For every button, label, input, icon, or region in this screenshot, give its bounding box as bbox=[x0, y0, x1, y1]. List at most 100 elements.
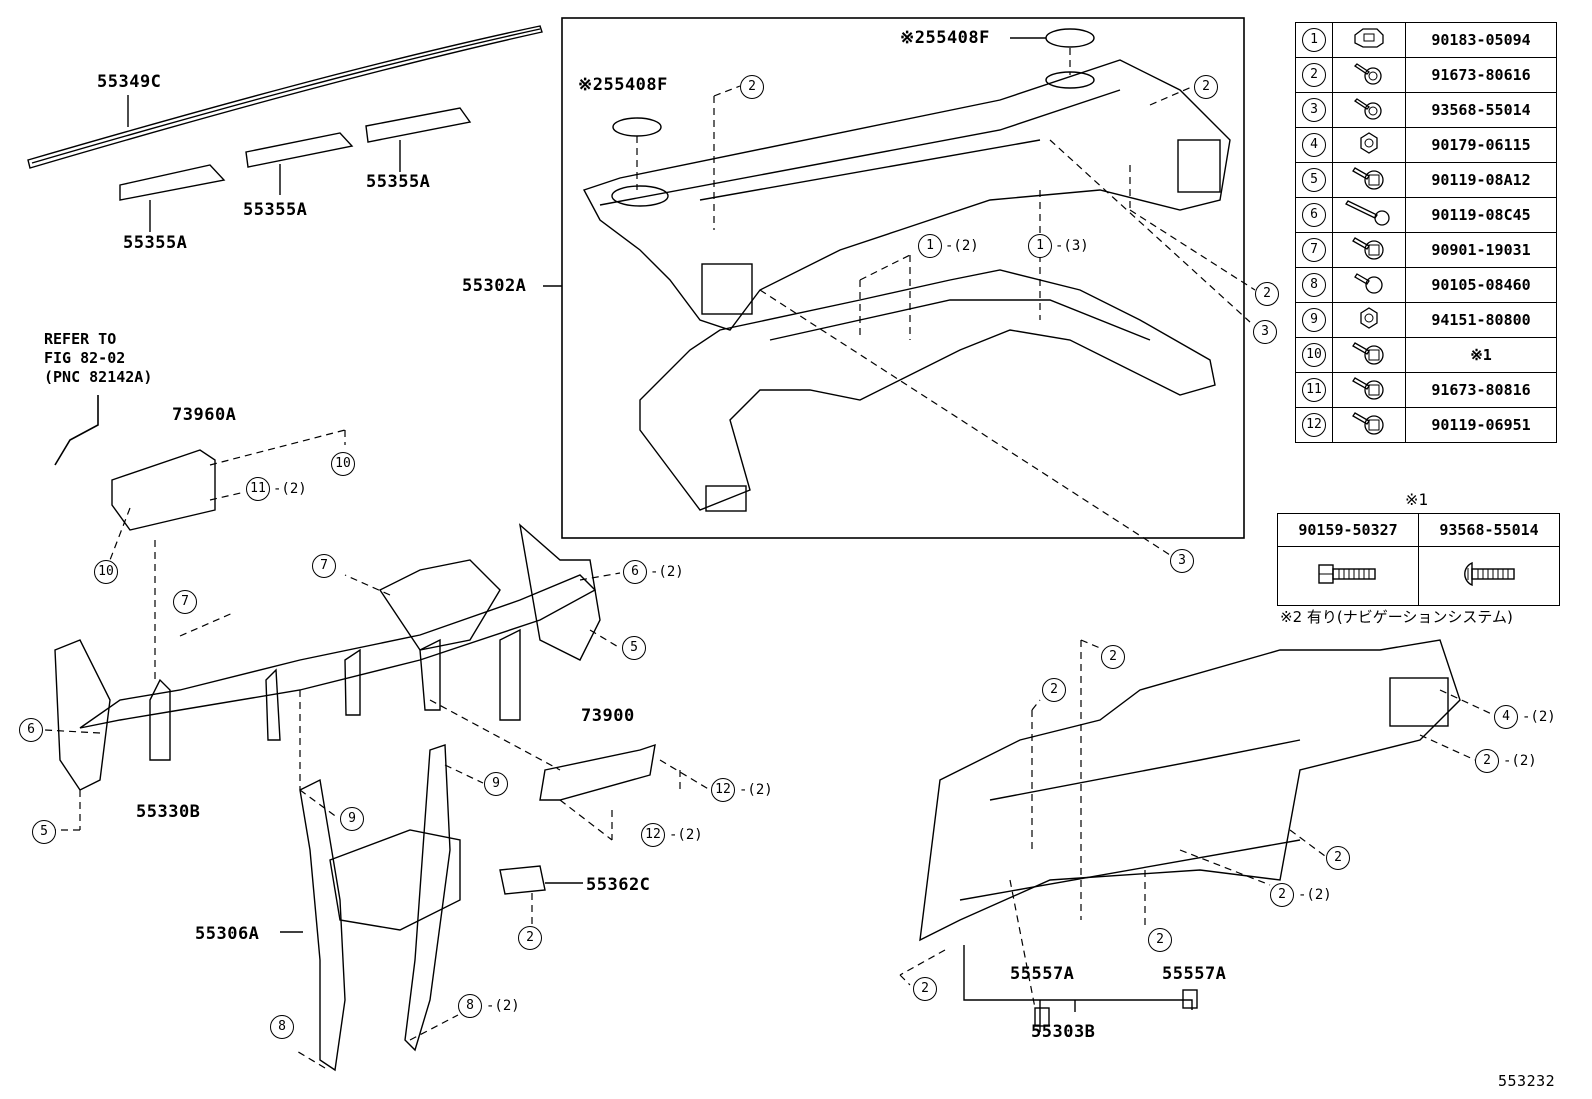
callout-10: 10 bbox=[94, 560, 118, 584]
parts-table-num-text: 12 bbox=[1302, 413, 1326, 437]
parts-table-num-text: 10 bbox=[1302, 343, 1326, 367]
hex-bolt-icon bbox=[1277, 546, 1419, 606]
callout-2: 2 bbox=[1042, 678, 1066, 702]
airbag-73960A bbox=[111, 449, 216, 531]
refer-note: REFER TO FIG 82-02 (PNC 82142A) bbox=[44, 330, 152, 387]
qty-label: -(2) bbox=[273, 481, 307, 497]
label-55355A-3: 55355A bbox=[366, 172, 431, 192]
callout-8: 8 bbox=[270, 1015, 294, 1039]
parts-table-num-text: 6 bbox=[1302, 203, 1326, 227]
pan-screw-icon bbox=[1418, 546, 1560, 606]
callout-2: 2 bbox=[913, 977, 937, 1001]
callout-text: 2 bbox=[1483, 753, 1491, 768]
label-55349C: 55349C bbox=[97, 72, 162, 92]
callout-2: 2 bbox=[1255, 282, 1279, 306]
qty-label: -(2) bbox=[1298, 887, 1332, 903]
callout-text: 4 bbox=[1502, 709, 1510, 724]
callout-2: 2 bbox=[740, 75, 764, 99]
note1-title: ※1 bbox=[1405, 490, 1429, 509]
nut-icon bbox=[1332, 127, 1406, 163]
parts-table-part-number: 90179-06115 bbox=[1405, 127, 1557, 163]
speaker-grille-2 bbox=[1045, 28, 1095, 48]
refer-note-line-3: (PNC 82142A) bbox=[44, 368, 153, 386]
callout-text: 2 bbox=[1278, 887, 1286, 902]
parts-table-row: 4 90179-06115 bbox=[1295, 127, 1557, 163]
callout-2: 2 bbox=[1101, 645, 1125, 669]
callout-text: 12 bbox=[645, 827, 661, 842]
callout-text: 1 bbox=[1036, 238, 1044, 253]
parts-table-part-number: 94151-80800 bbox=[1405, 302, 1557, 338]
note2: ※2 有り(ナビゲーションシステム) bbox=[1280, 608, 1513, 626]
parts-table-num-text: 5 bbox=[1302, 168, 1326, 192]
bolt-washer-icon bbox=[1332, 407, 1406, 443]
parts-table-row: 7 90901-19031 bbox=[1295, 232, 1557, 268]
parts-table-num-text: 3 bbox=[1302, 98, 1326, 122]
label-55557A-1: 55557A bbox=[1010, 964, 1075, 984]
callout-2: 2 bbox=[1148, 928, 1172, 952]
callout-text: 10 bbox=[335, 456, 351, 471]
parts-table-num-text: 8 bbox=[1302, 273, 1326, 297]
callout-text: 2 bbox=[526, 930, 534, 945]
parts-table-part-number: 91673-80616 bbox=[1405, 57, 1557, 93]
reinforcement-beam bbox=[79, 574, 597, 729]
parts-table-num-text: 7 bbox=[1302, 238, 1326, 262]
callout-text: 2 bbox=[1334, 850, 1342, 865]
trim-strip-55349C bbox=[27, 25, 543, 169]
label-55302A: 55302A bbox=[462, 276, 527, 296]
parts-table-part-number: 90901-19031 bbox=[1405, 232, 1557, 268]
parts-table-part-number: 90119-08A12 bbox=[1405, 162, 1557, 198]
label-73960A: 73960A bbox=[172, 405, 237, 425]
callout-2: 2 bbox=[1194, 75, 1218, 99]
callout-text: 2 bbox=[1050, 682, 1058, 697]
callout-6: 6 bbox=[19, 718, 43, 742]
callout-5: 5 bbox=[32, 820, 56, 844]
callout-text: 2 bbox=[921, 981, 929, 996]
parts-table-num: 4 bbox=[1295, 127, 1333, 163]
callout-text: 2 bbox=[1156, 932, 1164, 947]
refer-note-line-1: REFER TO bbox=[44, 330, 117, 348]
label-55408F-2: ※255408F bbox=[900, 28, 990, 48]
callout-9: 9 bbox=[340, 807, 364, 831]
callout-2: 2 bbox=[518, 926, 542, 950]
callout-text: 10 bbox=[98, 564, 114, 579]
callout-text: 3 bbox=[1261, 324, 1269, 339]
callout-text: 3 bbox=[1178, 553, 1186, 568]
parts-table-row: 5 90119-08A12 bbox=[1295, 162, 1557, 198]
parts-table-num: 3 bbox=[1295, 92, 1333, 128]
airbag-73900 bbox=[539, 743, 656, 801]
callout-text: 2 bbox=[1109, 649, 1117, 664]
panel-detail-box bbox=[561, 17, 1245, 539]
parts-table-num: 2 bbox=[1295, 57, 1333, 93]
callout-text: 2 bbox=[748, 79, 756, 94]
pan-screw-drawing bbox=[1464, 561, 1515, 587]
parts-table-row: 9 94151-80800 bbox=[1295, 302, 1557, 338]
refer-note-line-2: FIG 82-02 bbox=[44, 349, 126, 367]
screw-washer-icon bbox=[1332, 92, 1406, 128]
figure-id: 553232 bbox=[1498, 1072, 1556, 1090]
callout-10: 10 bbox=[331, 452, 355, 476]
screw-washer-icon bbox=[1332, 57, 1406, 93]
parts-table-part-number: 90105-08460 bbox=[1405, 267, 1557, 303]
parts-table-num: 9 bbox=[1295, 302, 1333, 338]
callout-text: 6 bbox=[27, 722, 35, 737]
callout-text: 5 bbox=[630, 640, 638, 655]
parts-table-part-number: 90119-08C45 bbox=[1405, 197, 1557, 233]
callout-6: 6 bbox=[623, 560, 647, 584]
qty-label: -(2) bbox=[486, 998, 520, 1014]
parts-table-num: 8 bbox=[1295, 267, 1333, 303]
parts-table-part-number: ※1 bbox=[1405, 337, 1557, 373]
callout-2: 2 bbox=[1270, 883, 1294, 907]
label-55306A: 55306A bbox=[195, 924, 260, 944]
qty-label: -(2) bbox=[945, 238, 979, 254]
qty-label: -(2) bbox=[650, 564, 684, 580]
bolt-washer-icon bbox=[1332, 162, 1406, 198]
callout-text: 2 bbox=[1263, 286, 1271, 301]
parts-table-num: 12 bbox=[1295, 407, 1333, 443]
qty-label: -(2) bbox=[739, 782, 773, 798]
bolt-washer-icon bbox=[1332, 232, 1406, 268]
parts-table-row: 8 90105-08460 bbox=[1295, 267, 1557, 303]
callout-text: 11 bbox=[250, 481, 266, 496]
